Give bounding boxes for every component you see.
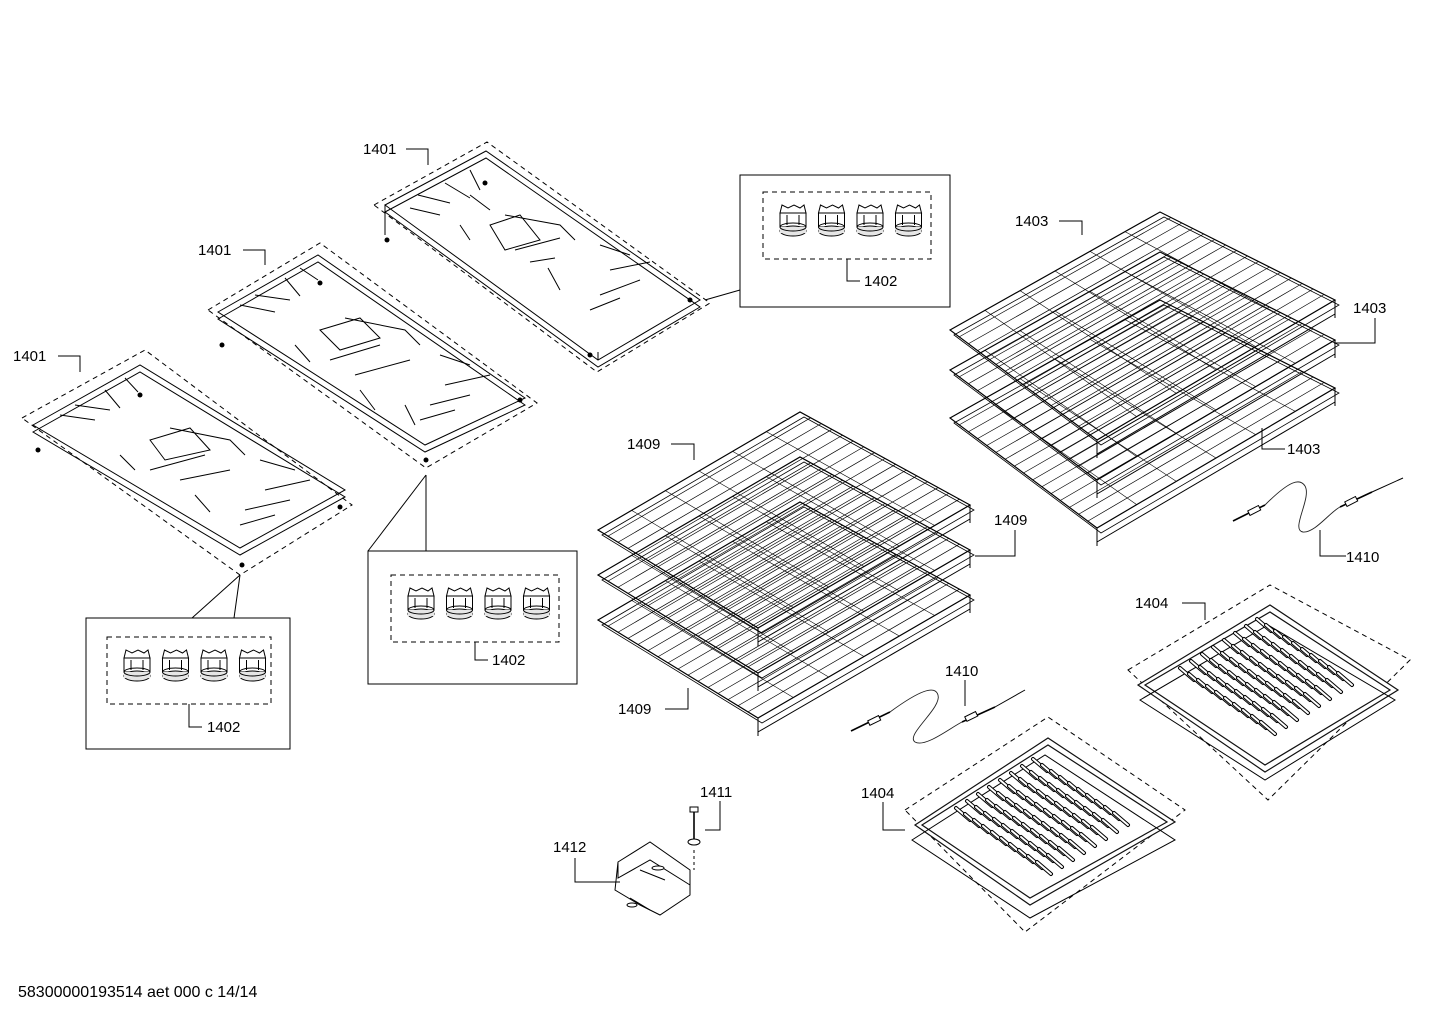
document-reference-footer: 58300000193514 aet 000 c 14/14: [18, 984, 258, 1001]
label-grate-top: 1401: [363, 141, 397, 158]
label-bracket: 1412: [553, 839, 587, 856]
rack-set-center: [596, 411, 1016, 736]
rubber-foot: [522, 587, 551, 620]
label-feet-left: 1402: [207, 719, 241, 736]
rubber-foot: [856, 204, 884, 237]
label-probe-middle: 1410: [945, 663, 979, 680]
grate-left: [21, 349, 353, 576]
label-grate-middle: 1401: [198, 242, 232, 259]
broiler-pan-right: [1127, 584, 1411, 801]
rack-set-right: [948, 211, 1376, 546]
label-pan-right: 1404: [1135, 595, 1169, 612]
oven-rack-center-3: [596, 501, 975, 736]
rubber-foot: [779, 204, 807, 237]
rubber-foot: [123, 649, 151, 682]
label-grate-left: 1401: [13, 348, 47, 365]
label-rack-right-top: 1403: [1015, 213, 1049, 230]
label-screw: 1411: [700, 784, 733, 801]
rubber-foot: [484, 587, 512, 620]
feet-box-top: [704, 174, 951, 308]
rubber-foot: [817, 204, 846, 237]
feet-layer: [123, 204, 923, 682]
label-rack-center-top: 1409: [627, 436, 661, 453]
temperature-probe-right: [1232, 477, 1404, 557]
rubber-foot: [894, 204, 923, 237]
label-rack-center-mid: 1409: [994, 512, 1028, 529]
oven-rack-center-2: [596, 456, 975, 691]
label-pan-left: 1404: [861, 785, 895, 802]
temperature-probe-middle: [850, 680, 1026, 744]
feet-box-left: [85, 574, 291, 750]
screw-part: [687, 801, 721, 870]
grate-top: [373, 141, 711, 373]
label-rack-center-low: 1409: [618, 701, 652, 718]
rubber-foot: [445, 587, 474, 620]
mounting-bracket: [574, 841, 691, 916]
label-rack-right-low: 1403: [1287, 441, 1321, 458]
label-feet-middle: 1402: [492, 652, 526, 669]
label-probe-right: 1410: [1346, 549, 1380, 566]
rubber-foot: [200, 649, 228, 682]
rubber-foot: [407, 587, 435, 620]
oven-rack-center-1: [596, 411, 975, 646]
rubber-foot: [161, 649, 190, 682]
label-feet-top: 1402: [864, 273, 898, 290]
label-rack-right-mid: 1403: [1353, 300, 1387, 317]
oven-rack-right-1: [948, 211, 1340, 458]
rubber-foot: [238, 649, 267, 682]
grate-middle: [207, 242, 538, 469]
feet-box-middle: [367, 474, 578, 685]
broiler-pan-left: [882, 716, 1186, 933]
